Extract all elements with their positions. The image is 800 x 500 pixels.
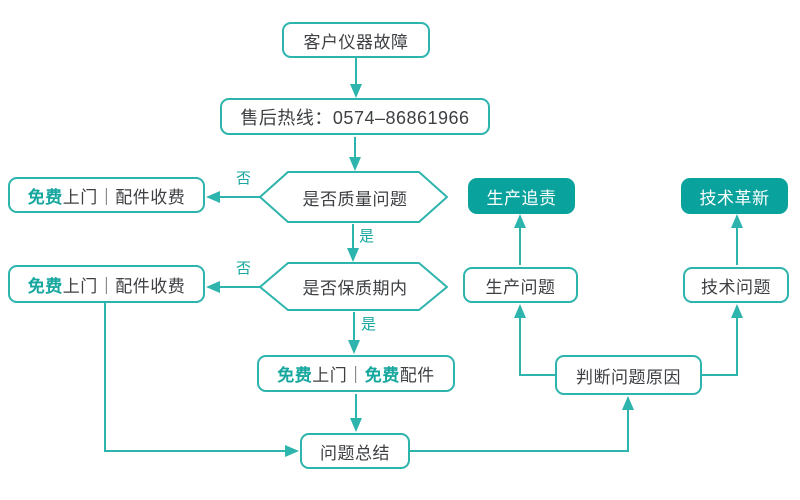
node-customer-fault: 客户仪器故障 [282,22,430,58]
decision-quality-hexagon [259,171,448,223]
result-text-accent: 免费 [364,366,400,385]
result-text: 配件收费 [115,276,186,296]
result-text: 配件收费 [115,187,186,207]
result-text: 上门｜ [62,187,116,207]
edge-label-quality-no: 否 [236,170,252,187]
decision-warranty-hexagon [259,262,448,311]
edge-judge-to-production [514,304,555,376]
node-tech-innovation: 技术革新 [681,178,788,214]
node-decision-quality-label: 是否质量问题 [302,189,408,209]
node-hotline: 售后热线：0574–86861966 [220,98,490,135]
result-text: 上门｜ [62,276,116,296]
edge-label-warranty-no: 否 [236,260,252,277]
node-judge-cause: 判断问题原因 [555,355,702,395]
result-text-accent: 免费 [27,276,63,296]
node-tech-problem: 技术问题 [683,267,789,303]
edge-paidparts-to-summary [104,303,299,457]
edge-label-warranty-yes: 是 [361,316,377,333]
node-production-accountability: 生产追责 [468,178,575,214]
node-result-warranty-yes: 免费上门｜免费配件 [257,355,455,392]
result-text-accent: 免费 [277,366,313,385]
edge-judge-to-tech [702,304,743,376]
node-result-warranty-no: 免费上门｜配件收费 [8,265,205,303]
result-text: 上门｜ [312,366,365,385]
node-production-problem: 生产问题 [463,267,578,303]
node-decision-warranty-label: 是否保质期内 [302,279,408,298]
edge-summary-to-judge [410,396,634,452]
node-result-quality-no: 免费上门｜配件收费 [8,177,205,213]
result-text-accent: 免费 [27,187,63,207]
node-summary: 问题总结 [300,433,410,469]
edge-label-quality-yes: 是 [359,228,375,245]
result-text: 配件 [399,366,435,385]
